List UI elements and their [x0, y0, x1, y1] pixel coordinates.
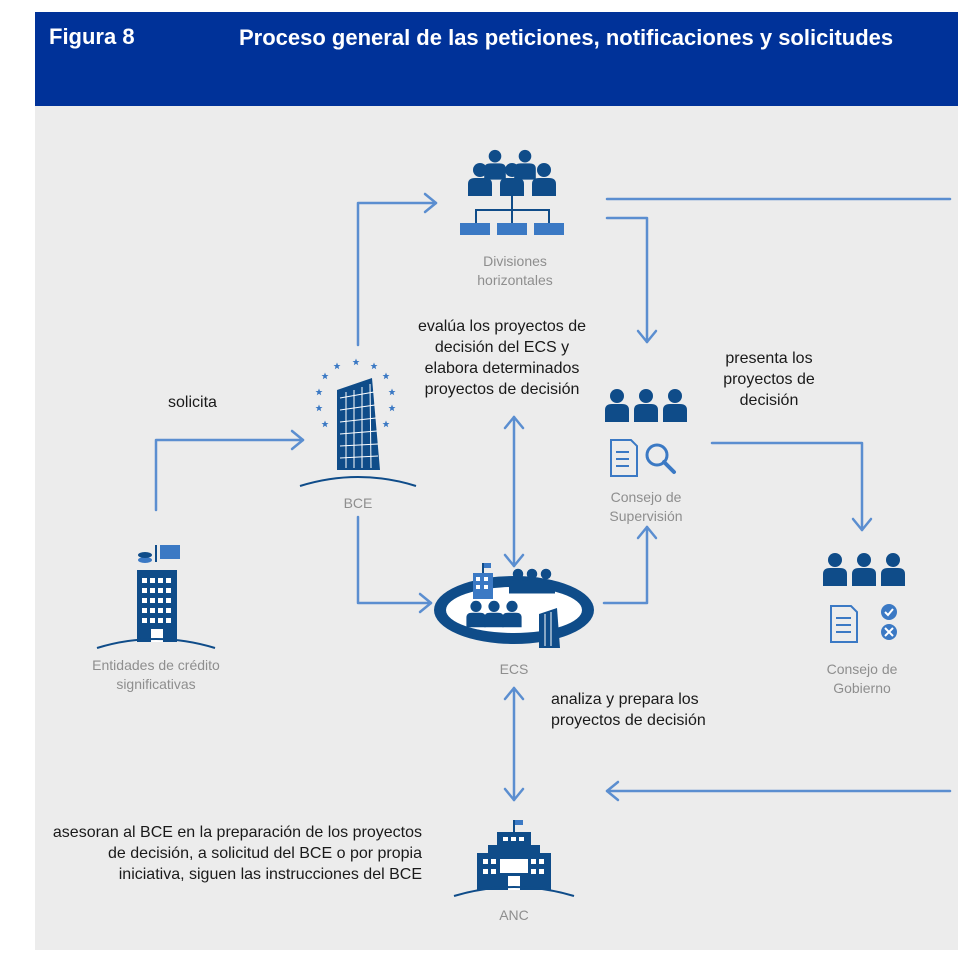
bce-label: BCE: [343, 495, 373, 511]
presenta-text: presenta los proyectos de decisión: [723, 350, 815, 409]
supervisory-board-icon: [605, 389, 687, 477]
arrow-ecs-cs: [602, 525, 649, 605]
anc-label: ANC: [499, 907, 529, 923]
arrow-bce-ecs: [356, 515, 433, 605]
analiza-text: analiza y prepara los proyectos de decis…: [551, 691, 706, 729]
arrows: [154, 192, 952, 802]
ecs-joint-team-icon: [434, 563, 594, 648]
arrow-cs-cg: [710, 441, 864, 532]
nca-building-icon: [453, 820, 575, 897]
figure-label: Figura 8: [49, 24, 135, 49]
consejo-gobierno-label: Consejo de Gobierno: [826, 661, 898, 696]
entidades-label: Entidades de crédito significativas: [92, 657, 220, 692]
ecb-tower-icon: [299, 358, 417, 487]
arrow-bce-divisiones: [356, 201, 438, 347]
consejo-supervision-label: Consejo de Supervisión: [609, 489, 683, 524]
figure-title: Proceso general de las peticiones, notif…: [239, 25, 894, 50]
asesoran-text: asesoran al BCE en la preparación de los…: [52, 824, 422, 883]
diagram-panel: [35, 106, 958, 950]
divisiones-label: Divisiones horizontales: [477, 253, 553, 288]
arrow-divisiones-cs: [605, 216, 649, 344]
bank-building-icon: [96, 545, 216, 649]
figure-header: [35, 12, 958, 106]
arrow-entidades-bce: [154, 438, 305, 512]
team-hierarchy-icon: [460, 149, 564, 235]
solicita-text: solicita: [168, 394, 217, 411]
governing-council-icon: [823, 553, 905, 643]
ecs-label: ECS: [499, 661, 529, 677]
evalua-text: evalúa los proyectos de decisión del ECS…: [417, 318, 587, 398]
